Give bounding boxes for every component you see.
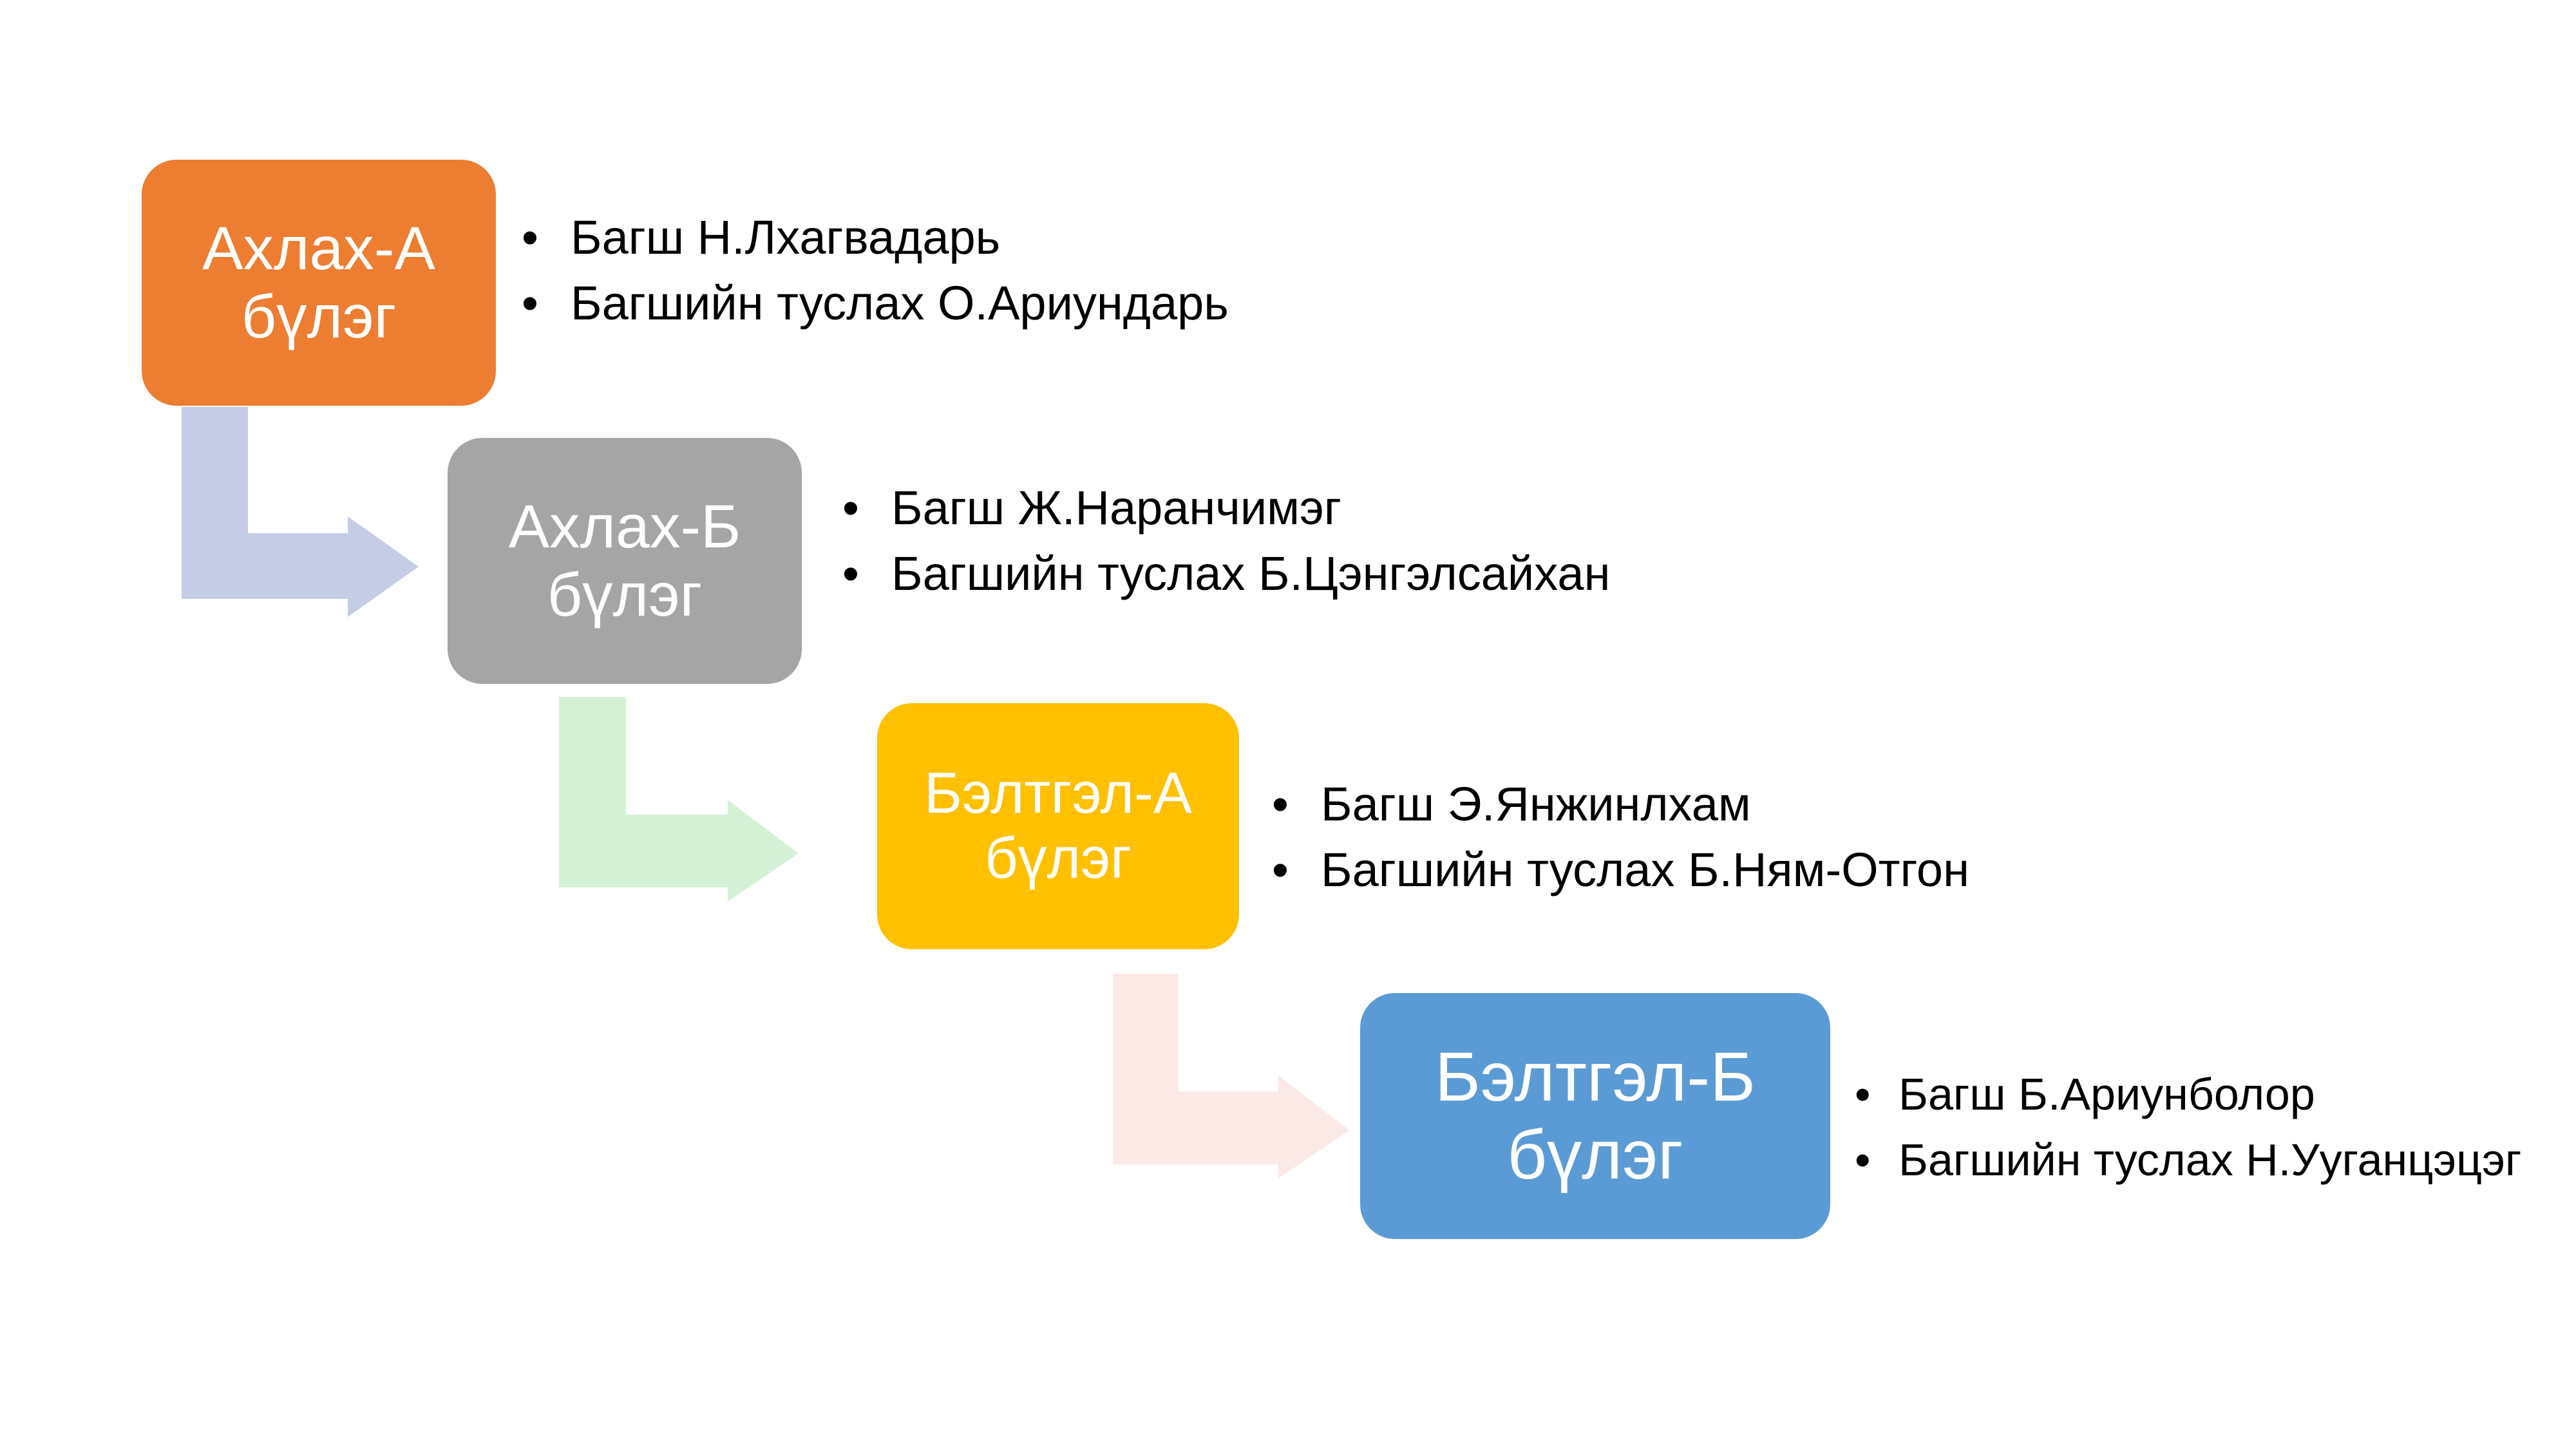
staff-list-item: • Багшийн туслах Б.Цэнгэлсайхан xyxy=(842,541,1610,607)
group-beltgel-b-staff-list: • Багш Б.Ариунболор • Багшийн туслах Н.У… xyxy=(1855,1061,2521,1193)
staff-name: Багшийн туслах Б.Ням-Отгон xyxy=(1321,843,1969,896)
group-subtitle: бүлэг xyxy=(1507,1115,1683,1193)
group-title: Бэлтгэл-Б xyxy=(1434,1037,1756,1116)
connector-arrow-3 xyxy=(1113,974,1349,1179)
group-subtitle: бүлэг xyxy=(547,561,703,629)
staff-name: Багш Н.Лхагвадарь xyxy=(571,211,1001,264)
staff-list-item: • Багш Ж.Наранчимэг xyxy=(842,475,1610,541)
staff-name: Багшийн туслах Б.Цэнгэлсайхан xyxy=(891,547,1611,600)
group-subtitle: бүлэг xyxy=(985,826,1132,891)
staff-name: Багшийн туслах О.Ариундарь xyxy=(571,276,1229,330)
staff-list-item: • Багш Н.Лхагвадарь xyxy=(522,205,1229,270)
staff-name: Багш Э.Янжинлхам xyxy=(1321,777,1751,831)
bullet-icon: • xyxy=(842,547,859,600)
bullet-icon: • xyxy=(1272,777,1289,831)
connector-arrow-1 xyxy=(182,407,419,617)
staff-name: Багшийн туслах Н.Ууганцэцэг xyxy=(1899,1135,2522,1185)
staff-list-item: • Багш Э.Янжинлхам xyxy=(1272,772,1969,837)
group-akhlakh-a-staff-list: • Багш Н.Лхагвадарь • Багшийн туслах О.А… xyxy=(522,205,1229,336)
staff-name: Багш Б.Ариунболор xyxy=(1899,1069,2315,1119)
group-beltgel-a-staff-list: • Багш Э.Янжинлхам • Багшийн туслах Б.Ня… xyxy=(1272,772,1969,903)
staff-list-item: • Багш Б.Ариунболор xyxy=(1855,1061,2521,1127)
group-box-akhlakh-b: Ахлах-Б бүлэг xyxy=(448,438,802,684)
staff-list-item: • Багшийн туслах О.Ариундарь xyxy=(522,270,1229,336)
group-title: Ахлах-А xyxy=(202,214,435,283)
group-box-akhlakh-a: Ахлах-А бүлэг xyxy=(142,160,496,406)
bullet-icon: • xyxy=(1272,843,1289,896)
connector-arrow-2 xyxy=(559,697,799,902)
bullet-icon: • xyxy=(522,211,538,264)
staff-name: Багш Ж.Наранчимэг xyxy=(891,481,1341,535)
group-title: Ахлах-Б xyxy=(508,492,741,561)
bullet-icon: • xyxy=(522,276,538,330)
group-box-beltgel-a: Бэлтгэл-А бүлэг xyxy=(877,703,1239,949)
group-subtitle: бүлэг xyxy=(241,283,397,351)
staff-list-item: • Багшийн туслах Н.Ууганцэцэг xyxy=(1855,1127,2521,1193)
bullet-icon: • xyxy=(1855,1135,1871,1185)
bullet-icon: • xyxy=(1855,1069,1871,1119)
group-title: Бэлтгэл-А xyxy=(923,761,1193,826)
bullet-icon: • xyxy=(842,481,859,535)
group-akhlakh-b-staff-list: • Багш Ж.Наранчимэг • Багшийн туслах Б.Ц… xyxy=(842,475,1610,607)
staff-list-item: • Багшийн туслах Б.Ням-Отгон xyxy=(1272,837,1969,903)
group-box-beltgel-b: Бэлтгэл-Б бүлэг xyxy=(1360,993,1830,1239)
